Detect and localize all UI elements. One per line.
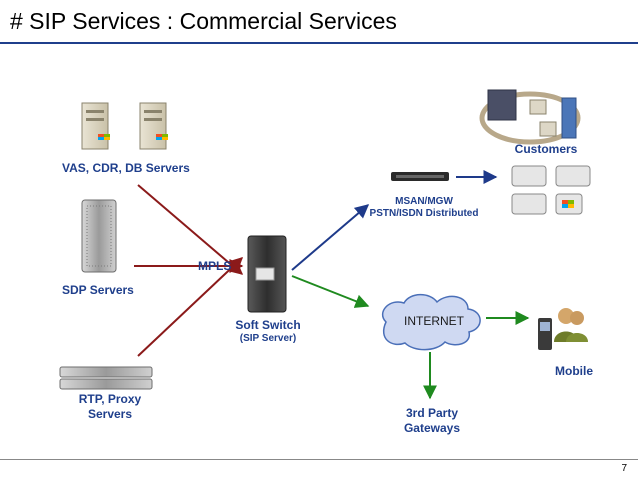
title-rule <box>0 42 638 44</box>
internet-cloud-icon <box>381 293 481 351</box>
softswitch-label-sub: (SIP Server) <box>239 333 297 344</box>
gateways-label-line2: Gateways <box>403 421 461 435</box>
customers-label: Customers <box>514 142 578 156</box>
gateways-label-line1: 3rd Party <box>405 406 459 420</box>
sdp-server-icon <box>81 199 117 273</box>
msan-label: MSAN/MGW PSTN/ISDN Distributed <box>354 196 494 220</box>
arrow-rtp-to-softswitch <box>137 257 244 357</box>
msan-label-line1: MSAN/MGW <box>395 196 453 207</box>
internet-label: INTERNET <box>404 314 464 328</box>
db-server-icon <box>139 102 168 150</box>
mobile-users-icon <box>538 308 588 350</box>
arrow-softswitch-to-internet <box>291 275 370 308</box>
msan-label-line2: PSTN/ISDN Distributed <box>369 208 479 219</box>
sdp-label: SDP Servers <box>62 283 134 297</box>
footer-rule <box>0 459 638 460</box>
arrow-softswitch-to-msan <box>291 204 370 271</box>
rtp-label-line1: RTP, Proxy <box>78 392 142 406</box>
arrow-vas-to-softswitch <box>137 184 244 275</box>
soft-switch-icon <box>247 235 287 313</box>
msan-mgw-icon <box>391 172 449 181</box>
customers-buildings-icon <box>479 89 581 145</box>
mobile-label: Mobile <box>555 364 593 378</box>
customers-phones-icon <box>511 165 591 215</box>
rtp-label: RTP, Proxy Servers <box>60 392 160 422</box>
rtp-proxy-server-icon <box>59 366 153 390</box>
softswitch-label-name: Soft Switch <box>235 318 301 332</box>
slide-title: # SIP Services : Commercial Services <box>10 8 397 34</box>
softswitch-label: Soft Switch (SIP Server) <box>222 318 314 345</box>
vas-server-icon <box>81 102 110 150</box>
vas-label: VAS, CDR, DB Servers <box>62 161 190 175</box>
rtp-label-line2: Servers <box>87 407 133 421</box>
mpls-label: MPLS <box>198 259 232 273</box>
gateways-label: 3rd Party Gateways <box>384 406 480 436</box>
page-number: 7 <box>621 463 627 474</box>
